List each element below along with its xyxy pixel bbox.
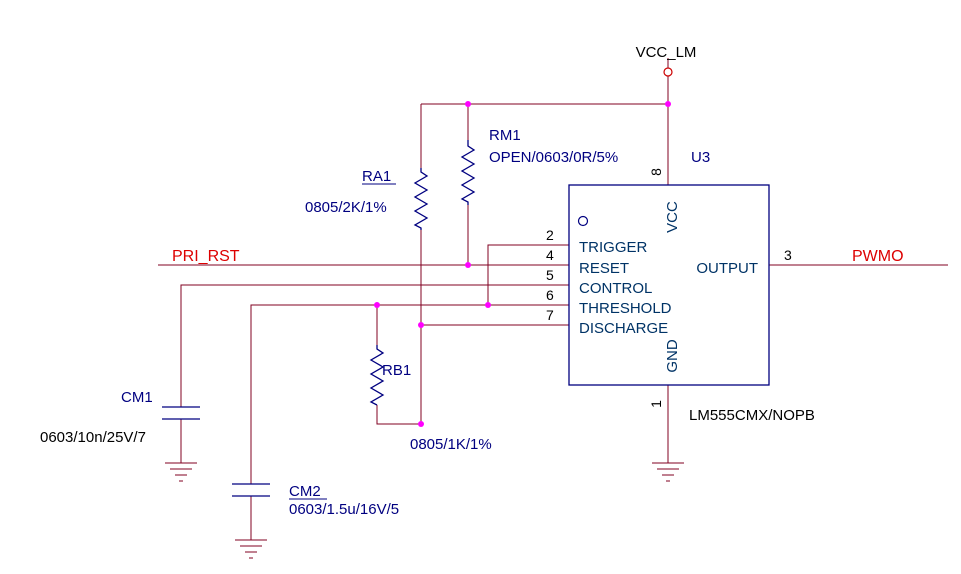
cm2-value: 0603/1.5u/16V/5 [289, 501, 399, 518]
resistor-rm1-icon [460, 140, 476, 205]
rb1-refdes: RB1 [382, 362, 411, 379]
capacitor-cm1-icon [162, 406, 200, 420]
ground-icon [652, 462, 684, 482]
cm1-refdes: CM1 [121, 389, 153, 406]
pin-name-trigger: TRIGGER [579, 239, 648, 256]
pin-name-gnd: GND [664, 339, 681, 373]
pin-number-trigger: 2 [546, 227, 554, 243]
cm2-refdes: CM2 [289, 483, 321, 500]
pin-number-threshold: 6 [546, 287, 554, 303]
pin-name-threshold: THRESHOLD [579, 300, 672, 317]
resistor-rb1: RB1 0805/1K/1% [369, 345, 492, 453]
ic-refdes: U3 [691, 149, 710, 166]
ra1-refdes: RA1 [362, 168, 391, 185]
pin-number-reset: 4 [546, 247, 554, 263]
net-label-output: PWMO [852, 248, 904, 265]
pin-name-discharge: DISCHARGE [579, 320, 668, 337]
wire-threshold [250, 304, 569, 484]
pin-number-vcc: 8 [648, 168, 664, 176]
ic-body [568, 184, 770, 386]
pin-number-gnd: 1 [648, 400, 664, 408]
pin-name-vcc: VCC [664, 201, 681, 233]
junction-dot [418, 421, 424, 427]
capacitor-cm1: CM1 0603/10n/25V/7 [40, 389, 200, 446]
ic-u3: U3 LM555CMX/NOPB VCC GND TRIGGER RESET C… [546, 149, 815, 424]
resistor-rm1: RM1 OPEN/0603/0R/5% [460, 127, 618, 205]
wire-trigger [487, 244, 569, 305]
junction-dot [418, 322, 424, 328]
junction-dot [465, 101, 471, 107]
vcc-power-symbol: VCC_LM [636, 44, 697, 77]
pin-name-output: OUTPUT [696, 260, 758, 277]
junction-dot [485, 302, 491, 308]
junction-dot [665, 101, 671, 107]
ground-icon [165, 462, 197, 482]
rm1-refdes: RM1 [489, 127, 521, 144]
pin-number-discharge: 7 [546, 307, 554, 323]
net-label-reset: PRI_RST [172, 248, 240, 265]
vcc-terminal-icon [663, 67, 673, 77]
vcc-label: VCC_LM [636, 44, 697, 61]
rb1-value: 0805/1K/1% [410, 436, 492, 453]
pin-number-control: 5 [546, 267, 554, 283]
pin-number-output: 3 [784, 247, 792, 263]
capacitor-cm2-icon [232, 483, 270, 497]
wires [158, 58, 948, 540]
ra1-value: 0805/2K/1% [305, 199, 387, 216]
junction-dot [465, 262, 471, 268]
ground-icon [235, 539, 267, 559]
pin-name-reset: RESET [579, 260, 629, 277]
capacitor-cm2: CM2 0603/1.5u/16V/5 [232, 483, 399, 518]
cm1-value: 0603/10n/25V/7 [40, 429, 146, 446]
resistor-ra1: RA1 0805/2K/1% [305, 168, 429, 230]
ic-part-number: LM555CMX/NOPB [689, 407, 815, 424]
wire-control [180, 284, 569, 407]
junctions [374, 101, 671, 427]
pin1-marker-icon [577, 215, 589, 227]
wire-rb1-bottom [376, 405, 421, 425]
rm1-value: OPEN/0603/0R/5% [489, 149, 618, 166]
resistor-ra1-icon [413, 168, 429, 230]
pin-name-control: CONTROL [579, 280, 652, 297]
junction-dot [374, 302, 380, 308]
resistor-rb1-icon [369, 345, 385, 406]
